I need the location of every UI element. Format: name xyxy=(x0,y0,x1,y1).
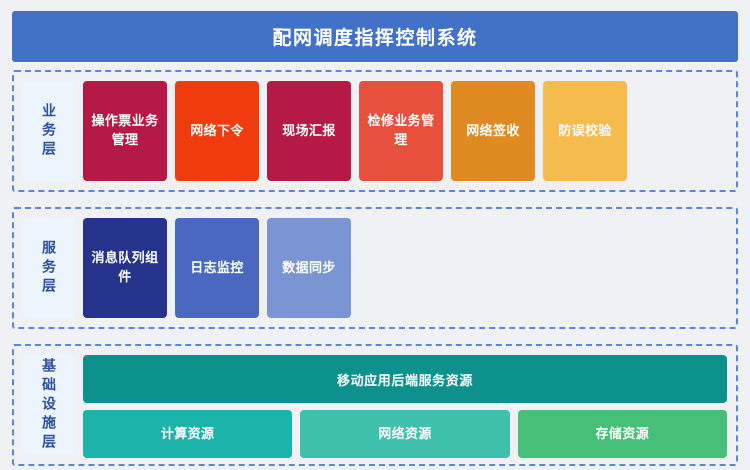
layer-body-infrastructure: 移动应用后端服务资源 计算资源 网络资源 存储资源 xyxy=(83,355,727,458)
layer-label-business: 业务层 xyxy=(23,81,75,181)
app-header: 配网调度指挥控制系统 xyxy=(12,11,738,62)
layer-stack: 业务层 操作票业务管理 网络下令 现场汇报 检修业务管理 网络签收 防误校验 服… xyxy=(12,70,738,466)
card-log-monitoring[interactable]: 日志监控 xyxy=(175,218,259,318)
layer-label-service: 服务层 xyxy=(23,218,75,318)
page-title: 配网调度指挥控制系统 xyxy=(272,28,478,49)
service-empty-slot xyxy=(359,218,476,318)
card-network-resource[interactable]: 网络资源 xyxy=(300,410,510,458)
layer-body-service: 消息队列组件 日志监控 数据同步 xyxy=(83,218,727,318)
card-storage-resource[interactable]: 存储资源 xyxy=(517,410,727,458)
layer-infrastructure: 基础设施层 移动应用后端服务资源 计算资源 网络资源 存储资源 xyxy=(12,344,738,466)
service-empty-slot xyxy=(610,218,727,318)
card-network-signoff[interactable]: 网络签收 xyxy=(451,81,535,181)
infrastructure-resource-row: 计算资源 网络资源 存储资源 xyxy=(83,410,727,458)
card-maintenance-business[interactable]: 检修业务管理 xyxy=(359,81,443,181)
layer-body-business: 操作票业务管理 网络下令 现场汇报 检修业务管理 网络签收 防误校验 xyxy=(83,81,727,181)
card-mobile-backend-service-resource[interactable]: 移动应用后端服务资源 xyxy=(83,355,727,403)
card-data-sync[interactable]: 数据同步 xyxy=(267,218,351,318)
card-message-queue-component[interactable]: 消息队列组件 xyxy=(83,218,167,318)
card-error-prevention-check[interactable]: 防误校验 xyxy=(543,81,627,181)
card-compute-resource[interactable]: 计算资源 xyxy=(83,410,293,458)
card-network-dispatch-order[interactable]: 网络下令 xyxy=(175,81,259,181)
card-onsite-report[interactable]: 现场汇报 xyxy=(267,81,351,181)
card-operation-ticket-business[interactable]: 操作票业务管理 xyxy=(83,81,167,181)
layer-service: 服务层 消息队列组件 日志监控 数据同步 xyxy=(12,207,738,329)
service-empty-slot xyxy=(484,218,601,318)
layer-label-infrastructure: 基础设施层 xyxy=(23,355,75,455)
layer-business: 业务层 操作票业务管理 网络下令 现场汇报 检修业务管理 网络签收 防误校验 xyxy=(12,70,738,192)
